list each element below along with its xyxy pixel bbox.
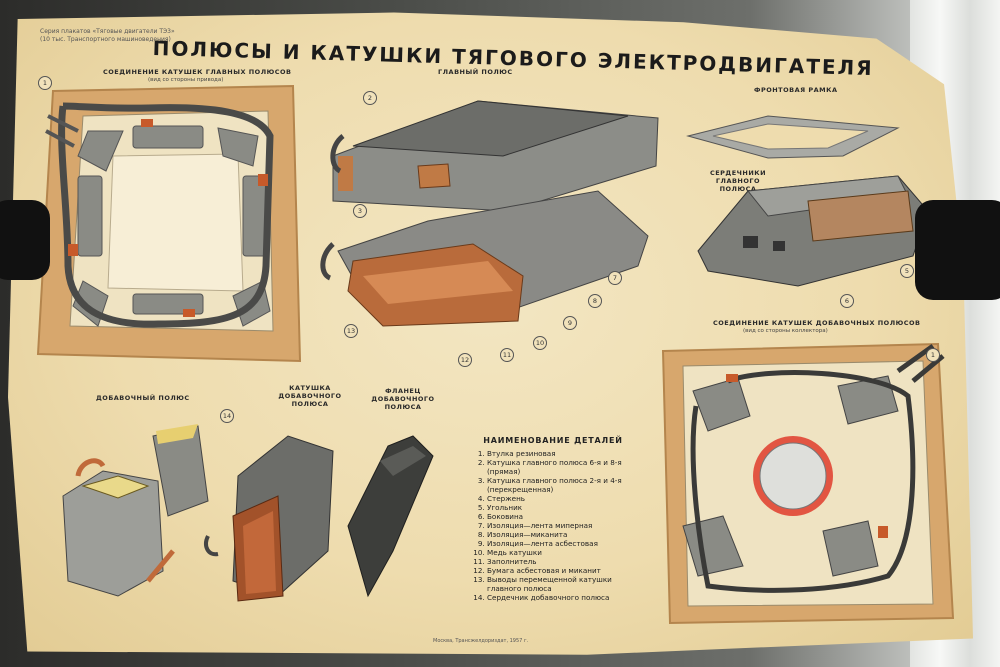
series-caption: Серия плакатов «Тяговые двигатели ТЭ3» (… [40,28,175,43]
legend-item: Медь катушки [487,548,633,557]
label-main-coils: СОЕДИНЕНИЕ КАТУШЕК ГЛАВНЫХ ПОЛЮСОВ [103,68,292,76]
frame-and-core-drawing [686,115,929,287]
legend-item: Выводы перемещенной катушки главного пол… [487,575,633,593]
legend-item: Катушка главного полюса 6-я и 8-я (пряма… [487,458,633,476]
legend-item: Изоляция—лента асбестовая [487,539,633,548]
callout-9: 9 [563,316,577,330]
legend-item: Заполнитель [487,557,633,566]
legend-list: Втулка резиновая Катушка главного полюса… [473,449,633,602]
main-pole-drawing [320,100,659,327]
label-aux-coils-view: (вид со стороны коллектора) [743,328,828,334]
parts-legend: НАИМЕНОВАНИЕ ДЕТАЛЕЙ Втулка резиновая Ка… [473,436,633,602]
callout-5: 5 [900,264,914,278]
label-cores: СЕРДЕЧНИКИ ГЛАВНОГО ПОЛЮСА [709,169,767,193]
callout-6: 6 [840,294,854,308]
callout-10: 10 [533,336,547,350]
callout-1-right: 1 [926,348,940,362]
callout-11: 11 [500,348,514,362]
legend-item: Сердечник добавочного полюса [487,593,633,602]
callout-1-left: 1 [38,76,52,90]
right-glove [915,200,1000,300]
legend-item: Угольник [487,503,633,512]
left-glove [0,200,50,280]
label-aux-coils: СОЕДИНЕНИЕ КАТУШЕК ДОБАВОЧНЫХ ПОЛЮСОВ [713,319,921,327]
callout-14: 14 [220,409,234,423]
callout-7: 7 [608,271,622,285]
label-frame: ФРОНТОВАЯ РАМКА [754,86,838,94]
legend-item: Боковина [487,512,633,521]
legend-item: Втулка резиновая [487,449,633,458]
legend-item: Изоляция—миканита [487,530,633,539]
aux-coils-diagram [661,342,955,625]
illustrations [36,84,955,625]
poster: Серия плакатов «Тяговые двигатели ТЭ3» (… [8,12,973,655]
callout-2: 2 [363,91,377,105]
legend-item: Изоляция—лента миперная [487,521,633,530]
callout-13: 13 [344,324,358,338]
label-aux-coil: КАТУШКА ДОБАВОЧНОГО ПОЛЮСА [278,384,342,408]
footer-publisher: Москва, Трансжелдориздат, 1957 г. [433,638,529,644]
callout-8: 8 [588,294,602,308]
legend-item: Стержень [487,494,633,503]
callout-3: 3 [353,204,367,218]
label-main-pole: ГЛАВНЫЙ ПОЛЮС [438,68,513,76]
legend-item: Бумага асбестовая и миканит [487,566,633,575]
callout-12: 12 [458,353,472,367]
aux-pole-drawing [62,424,209,597]
legend-item: Катушка главного полюса 2-я и 4-я (перек… [487,476,633,494]
legend-title: НАИМЕНОВАНИЕ ДЕТАЛЕЙ [483,436,623,445]
main-coils-diagram [36,84,302,363]
aux-coil-drawing [204,435,334,602]
label-aux-pole: ДОБАВОЧНЫЙ ПОЛЮС [96,394,190,402]
flange-drawing [347,435,434,598]
label-main-coils-view: (вид со стороны привода) [148,77,224,83]
label-flange: ФЛАНЕЦ ДОБАВОЧНОГО ПОЛЮСА [371,387,435,411]
